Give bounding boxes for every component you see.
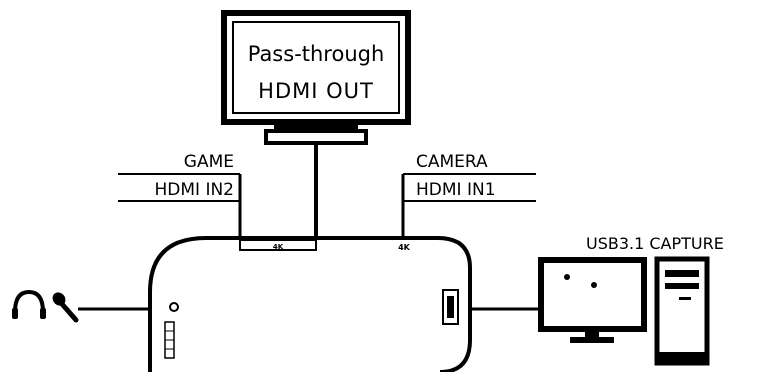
- capture-hub: 4K 4K: [148, 236, 472, 372]
- hdmi-in2-badge: 4K: [273, 243, 284, 251]
- computer-tower-icon: [654, 256, 710, 366]
- monitor-line1: Pass-through: [248, 42, 385, 66]
- game-name: GAME: [184, 152, 234, 172]
- hdmi-in1-badge: 4K: [398, 243, 411, 252]
- microphone-icon: [52, 292, 79, 323]
- camera-port: HDMI IN1: [416, 180, 496, 200]
- camera-input-label: CAMERA HDMI IN1: [401, 152, 536, 240]
- capture-label: USB3.1 CAPTURE: [586, 234, 724, 253]
- game-port: HDMI IN2: [154, 180, 234, 200]
- camera-name: CAMERA: [416, 152, 488, 172]
- hdmi-in2-port: [239, 239, 317, 251]
- game-input-label: GAME HDMI IN2: [118, 152, 242, 242]
- audio-jack: [169, 302, 179, 312]
- monitor-icon: [538, 257, 647, 343]
- monitor-line2: HDMI OUT: [258, 79, 374, 103]
- headphones-icon: [12, 289, 46, 319]
- passthrough-monitor: Pass-through HDMI OUT: [221, 10, 411, 145]
